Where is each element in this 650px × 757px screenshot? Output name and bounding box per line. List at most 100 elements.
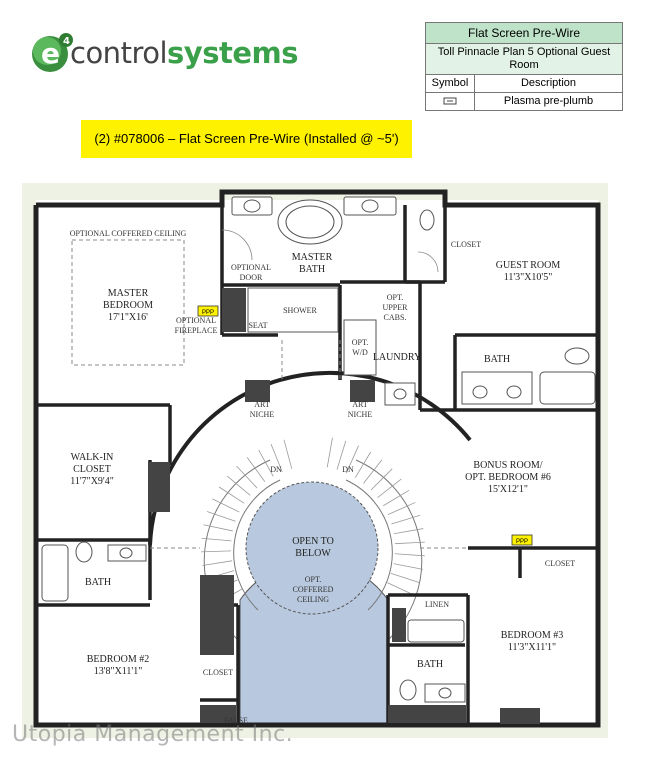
label-bath-bed2: BATH: [85, 577, 111, 588]
door-swings: [221, 229, 439, 273]
label-optional-door-2: DOOR: [240, 273, 263, 282]
label-shower: SHOWER: [283, 306, 317, 315]
legend-table: Flat Screen Pre-Wire Toll Pinnacle Plan …: [425, 22, 623, 111]
stair-tread: [258, 449, 274, 477]
label-open-to-below: OPEN TO: [292, 536, 334, 547]
stair-tread: [236, 465, 258, 489]
legend-row-description: Plasma pre-plumb: [503, 95, 594, 107]
stair-tread: [283, 439, 293, 469]
label-bedroom2-dim: 13'8"X11'1": [94, 666, 143, 677]
floor-plan: PPP PPP OPTIONAL COFFERED CEILING MASTER…: [22, 183, 608, 738]
label-closet-bed3: CLOSET: [545, 559, 575, 568]
label-master-bedroom-dim: 17'1"X16': [108, 312, 148, 323]
label-opt-upper-cabs: OPT.: [387, 293, 404, 302]
label-opt-upper-cabs-3: CABS.: [384, 313, 407, 322]
stair-tread: [387, 502, 416, 516]
label-false: FALSE: [224, 716, 248, 725]
fixtures: [41, 196, 596, 703]
stair-tread: [394, 541, 425, 545]
label-seat: SEAT: [248, 321, 267, 330]
stair-tread: [363, 459, 383, 484]
label-art-niche-left-2: NICHE: [250, 410, 275, 419]
label-master-bedroom: MASTER: [108, 288, 149, 299]
legend-col-symbol: Symbol: [426, 75, 475, 92]
legend-row-symbol: [426, 93, 475, 110]
stair-tread: [345, 445, 359, 474]
company-logo: e 4: [28, 30, 288, 80]
label-master-bedroom-2: BEDROOM: [103, 300, 153, 311]
label-art-niche-right: ART: [352, 400, 368, 409]
svg-text:e: e: [41, 37, 60, 70]
label-closet-bed2: CLOSET: [203, 668, 233, 677]
stair-tread: [354, 451, 372, 478]
ppp-marker-master: PPP: [197, 305, 219, 317]
svg-text:PPP: PPP: [202, 310, 214, 316]
logo-wordmark: controlsystems: [70, 36, 298, 70]
e4-badge-icon: e 4: [32, 33, 73, 72]
open-to-below-area: [239, 481, 389, 726]
stair-tread: [370, 468, 393, 491]
label-bonus-room: BONUS ROOM/: [473, 460, 542, 471]
label-master-bath: MASTER: [292, 252, 333, 263]
svg-text:4: 4: [63, 36, 70, 47]
label-optional-fireplace-2: FIREPLACE: [175, 326, 218, 335]
wall-blocks: [148, 288, 540, 724]
label-dn-right: DN: [342, 465, 354, 474]
label-closet-guest: CLOSET: [451, 240, 481, 249]
stair-tread: [336, 440, 347, 470]
stair-tread: [201, 537, 232, 542]
prewire-banner: (2) #078006 – Flat Screen Pre-Wire (Inst…: [81, 120, 412, 158]
label-bonus-room-dim: 15'X12'1": [488, 484, 528, 495]
label-art-niche-left: ART: [254, 400, 270, 409]
stair-tread: [394, 553, 425, 557]
label-linen: LINEN: [425, 600, 449, 609]
svg-text:PPP: PPP: [516, 539, 528, 545]
logo-word-control: control: [70, 36, 168, 70]
label-bonus-room-2: OPT. BEDROOM #6: [465, 472, 551, 483]
legend-col-description: Description: [520, 77, 577, 89]
stair-tread: [270, 444, 283, 473]
label-guest-room-dim: 11'3"X10'5": [504, 272, 553, 283]
label-walk-in-closet-2: CLOSET: [73, 464, 111, 475]
label-walk-in-closet-dim: 11'7"X9'4": [70, 476, 114, 487]
legend-subtitle: Toll Pinnacle Plan 5 Optional Guest Room: [426, 44, 622, 75]
label-laundry: LAUNDRY: [373, 352, 421, 363]
label-bedroom3: BEDROOM #3: [501, 630, 564, 641]
label-opt-coffered-2: COFFERED: [293, 585, 334, 594]
label-art-niche-right-2: NICHE: [348, 410, 373, 419]
label-bath-bed3: BATH: [417, 659, 443, 670]
stair-tread: [212, 498, 240, 513]
interior-walls: [36, 205, 598, 725]
stair-tread: [218, 486, 245, 504]
stair-tread: [201, 550, 232, 553]
label-opt-wd: OPT.: [352, 338, 369, 347]
label-bedroom3-dim: 11'3"X11'1": [508, 642, 556, 653]
stair-tread: [393, 563, 424, 570]
stair-tread: [206, 511, 236, 522]
stair-tread: [377, 478, 402, 498]
label-opt-coffered: OPT.: [305, 575, 322, 584]
dashed-outlines: [71, 239, 468, 549]
stair-tread: [203, 524, 233, 532]
stair-tread: [390, 572, 420, 583]
spiral-staircase: [203, 459, 423, 641]
legend-header-row: Symbol Description: [426, 75, 622, 93]
legend-title: Flat Screen Pre-Wire: [426, 23, 622, 44]
stair-tread: [383, 489, 410, 507]
label-walk-in-closet: WALK-IN: [71, 452, 114, 463]
plasma-icon: [443, 97, 457, 105]
label-bath-guest: BATH: [484, 354, 510, 365]
label-opt-upper-cabs-2: UPPER: [383, 303, 409, 312]
label-open-to-below-2: BELOW: [295, 548, 331, 559]
label-guest-room: GUEST ROOM: [496, 260, 561, 271]
stair-tread: [246, 457, 266, 482]
logo-word-systems: systems: [167, 36, 298, 70]
label-opt-wd-2: W/D: [352, 348, 368, 357]
stair-tread: [387, 582, 415, 596]
watermark: Utopia Management Inc.: [12, 722, 294, 747]
label-optional-fireplace: OPTIONAL: [176, 316, 216, 325]
ppp-marker-bonus: PPP: [511, 534, 533, 546]
label-optional-coffered-ceiling: OPTIONAL COFFERED CEILING: [70, 229, 187, 238]
label-bedroom2: BEDROOM #2: [87, 654, 150, 665]
room-labels: OPTIONAL COFFERED CEILING MASTER BEDROOM…: [70, 229, 576, 725]
